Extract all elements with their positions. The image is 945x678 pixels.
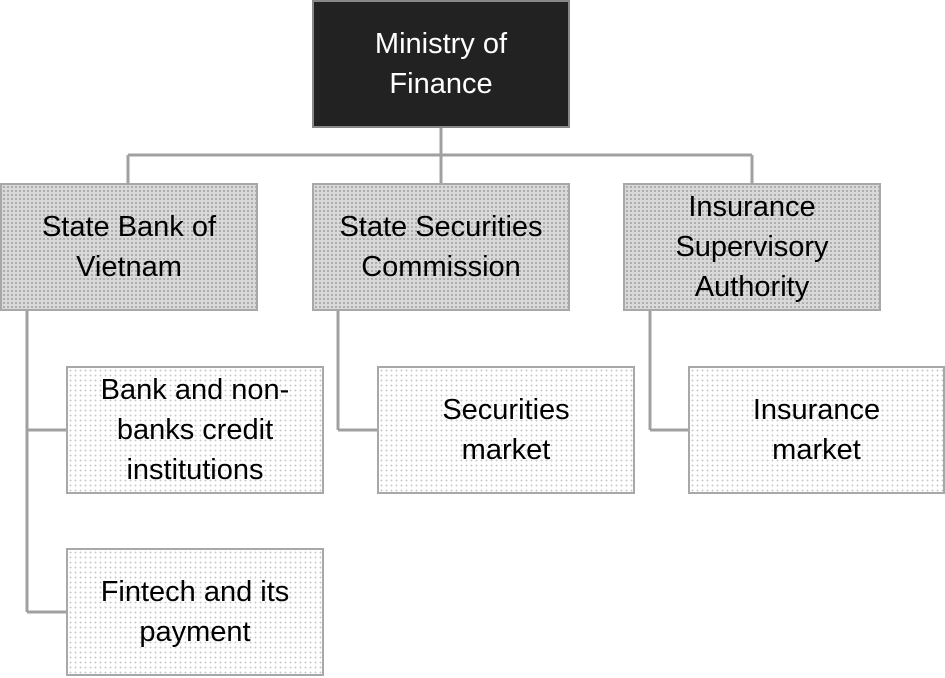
bank-credit-institutions-label: Bank and non-banks credit institutions bbox=[100, 374, 290, 486]
insurance-market-label: Insurance market bbox=[752, 394, 881, 466]
ministry-of-finance-node: Ministry of Finance bbox=[312, 0, 570, 128]
fintech-payment-node: Fintech and its payment bbox=[66, 548, 324, 676]
bank-credit-institutions-node: Bank and non-banks credit institutions bbox=[66, 366, 324, 494]
securities-commission-label: State Securities Commission bbox=[339, 211, 543, 283]
fintech-payment-label: Fintech and its payment bbox=[100, 576, 290, 648]
insurance-authority-label: Insurance Supervisory Authority bbox=[675, 191, 829, 303]
state-bank-node: State Bank of Vietnam bbox=[0, 183, 258, 311]
insurance-authority-node: Insurance Supervisory Authority bbox=[623, 183, 881, 311]
state-bank-label: State Bank of Vietnam bbox=[41, 211, 217, 283]
securities-commission-node: State Securities Commission bbox=[312, 183, 570, 311]
securities-market-node: Securities market bbox=[377, 366, 635, 494]
securities-market-label: Securities market bbox=[442, 394, 570, 466]
ministry-of-finance-label: Ministry of Finance bbox=[374, 28, 508, 100]
insurance-market-node: Insurance market bbox=[688, 366, 945, 494]
